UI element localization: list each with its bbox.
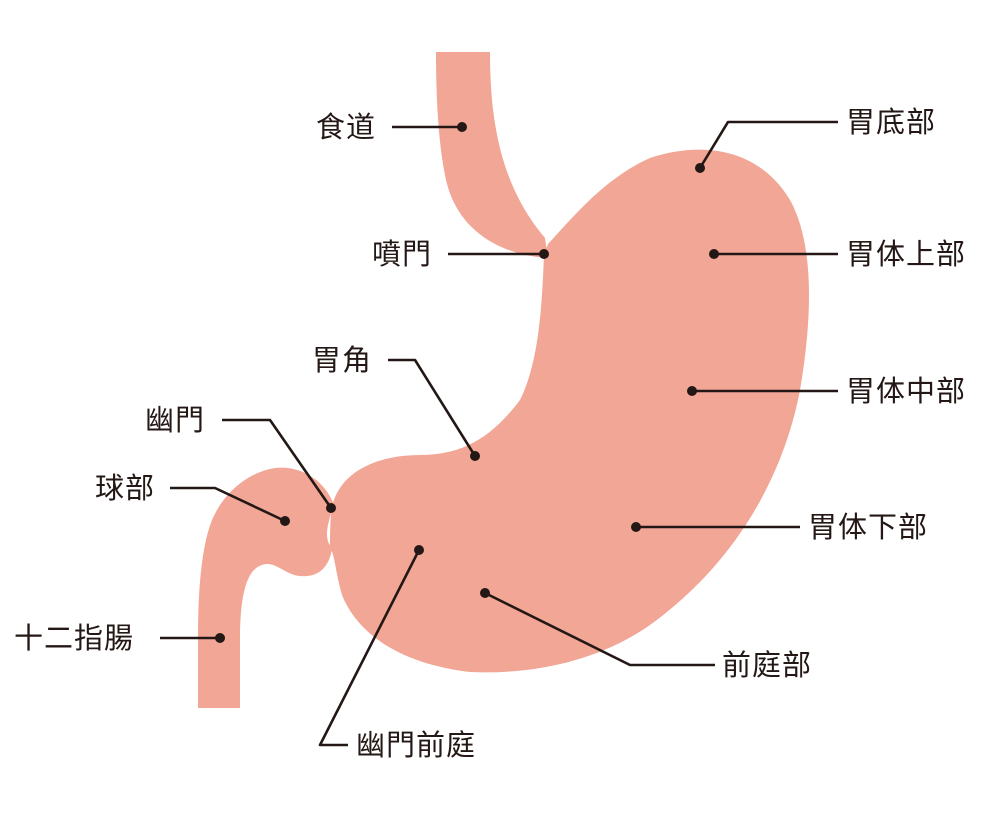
label-angular-incisure: 胃角 — [312, 343, 373, 377]
bulb-dot — [280, 516, 290, 526]
label-bulb: 球部 — [95, 471, 156, 505]
label-lower-body: 胃体下部 — [808, 510, 929, 544]
middle-body-dot — [687, 386, 697, 396]
antrum-leader — [484, 591, 715, 667]
lower-body-dot — [631, 522, 641, 532]
pylorus-leader — [222, 418, 333, 509]
duodenum-dot — [215, 633, 225, 643]
label-middle-body: 胃体中部 — [846, 374, 967, 408]
duodenum-shape — [198, 467, 334, 708]
label-esophagus: 食道 — [316, 110, 377, 144]
esophagus-shape — [436, 52, 548, 258]
pyloric-antrum-dot — [414, 545, 424, 555]
label-duodenum: 十二指腸 — [14, 621, 135, 655]
label-pylorus: 幽門 — [145, 403, 206, 437]
upper-body-dot — [709, 249, 719, 259]
antrum-dot — [480, 588, 490, 598]
angular-incisure-dot — [470, 451, 480, 461]
fundus-dot — [695, 163, 705, 173]
esophagus-dot — [457, 122, 467, 132]
stomach-shape — [330, 149, 810, 673]
bulb-leader — [170, 486, 286, 523]
label-upper-body: 胃体上部 — [846, 237, 967, 271]
pylorus-dot — [326, 503, 336, 513]
label-pyloric-antrum: 幽門前庭 — [356, 728, 477, 762]
cardia-dot — [539, 249, 549, 259]
pyloric-antrum-leader — [318, 549, 421, 747]
label-antrum: 前庭部 — [722, 648, 813, 682]
label-cardia: 噴門 — [372, 237, 433, 271]
label-fundus: 胃底部 — [846, 105, 937, 139]
fundus-leader — [698, 120, 838, 169]
angular-incisure-leader — [388, 358, 477, 457]
